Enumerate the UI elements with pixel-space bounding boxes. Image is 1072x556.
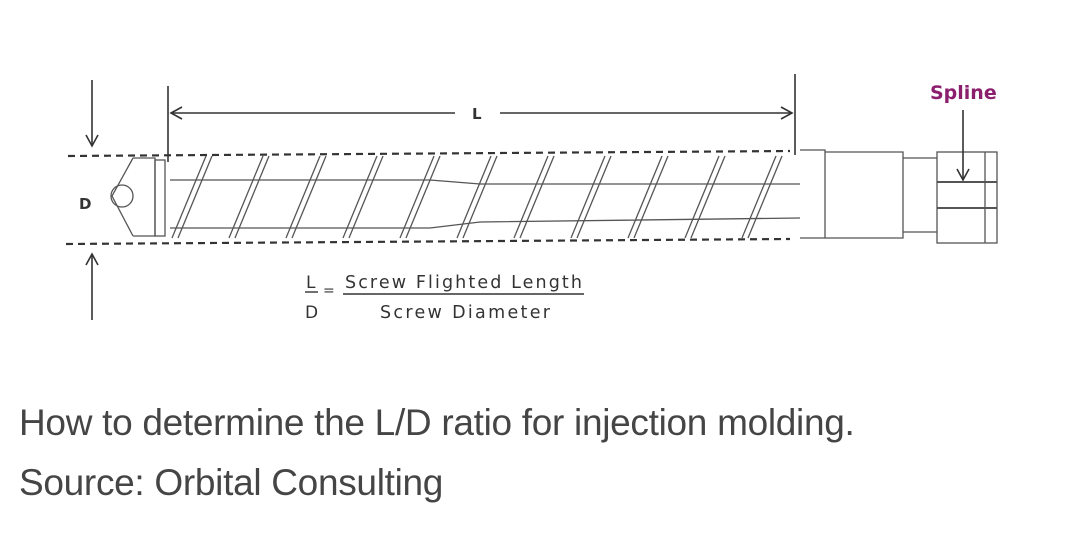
screw-flight xyxy=(177,155,213,239)
screw-ld-diagram: D L Spline L D = Screw Flighted Length S… xyxy=(65,74,998,323)
formula-rhs-denominator: Screw Diameter xyxy=(380,303,551,323)
formula-rhs-numerator: Screw Flighted Length xyxy=(345,273,582,293)
screw-flight xyxy=(399,155,435,239)
screw-flight xyxy=(285,155,321,239)
screw-flight xyxy=(456,155,492,239)
screw-flight xyxy=(747,155,783,239)
screw-flight xyxy=(741,155,777,239)
formula-lhs-numerator: L xyxy=(306,273,316,293)
screw-flight xyxy=(291,155,327,239)
screw-flight xyxy=(633,155,669,239)
screw-flight xyxy=(234,155,270,239)
screw-flight xyxy=(576,155,612,239)
screw-flight xyxy=(462,155,498,239)
diameter-line-top xyxy=(67,149,791,158)
formula-equals: = xyxy=(323,283,335,299)
spline-label: Spline xyxy=(930,82,997,104)
screw-flight xyxy=(690,155,726,239)
caption-title: How to determine the L/D ratio for injec… xyxy=(19,402,855,443)
screw-flight xyxy=(570,155,606,239)
ld-formula: L D = Screw Flighted Length Screw Diamet… xyxy=(305,273,584,323)
screw-flight xyxy=(228,155,264,239)
screw-flight xyxy=(513,155,549,239)
length-label: L xyxy=(472,105,482,123)
screw-drawing xyxy=(110,149,998,244)
screw-flight xyxy=(171,155,207,239)
diameter-line-bottom xyxy=(65,237,791,246)
screw-flight xyxy=(342,155,378,239)
spline-section xyxy=(936,151,998,244)
screw-flight xyxy=(348,155,384,239)
screw-flight xyxy=(519,155,555,239)
screw-flight xyxy=(405,155,441,239)
screw-flight xyxy=(627,155,663,239)
caption-source: Source: Orbital Consulting xyxy=(19,462,444,503)
diameter-label: D xyxy=(79,195,91,213)
screw-flight xyxy=(684,155,720,239)
formula-lhs-denominator: D xyxy=(305,303,318,323)
